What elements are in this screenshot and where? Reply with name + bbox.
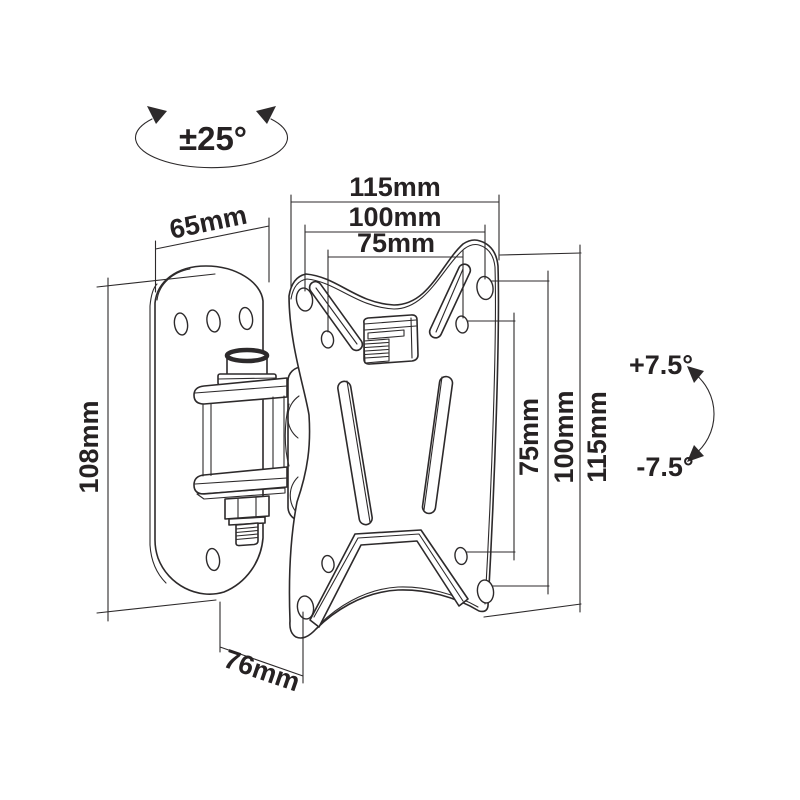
vesa-inner-hole-tr (455, 315, 469, 334)
vesa-inner-hole-bl (321, 554, 335, 574)
pivot-spacer-edge (284, 403, 290, 467)
vesa-vertical-slot-left (337, 380, 373, 526)
slot-highlight (315, 287, 358, 345)
wall-plate-hole-2 (206, 309, 221, 333)
wall-plate-thickness-edge (149, 283, 167, 584)
slot-highlight (423, 376, 443, 511)
dim-top-width-inner: 75mm (327, 228, 464, 333)
clip-top-face (363, 319, 417, 331)
dim-top-width-outer: 115mm (290, 172, 500, 289)
dim-wall-bracket-height: 108mm (74, 273, 217, 622)
swivel-arc (134, 118, 289, 169)
slot-shape (421, 375, 454, 515)
tilt-arrow-down-icon (687, 445, 704, 462)
vesa-inner-hole-br (454, 546, 468, 566)
dim-lines (466, 312, 516, 561)
thread-ridges (235, 526, 259, 541)
swivel-arrow-left-icon (147, 106, 167, 124)
vesa-plate (288, 239, 500, 639)
dim-lines (491, 270, 550, 595)
swivel-label: ±25° (179, 120, 247, 157)
dim-right-height-inner: 75mm (466, 312, 544, 561)
bracket-bottom-shelf-edge (194, 477, 288, 485)
tilt-arc (693, 372, 715, 456)
clip-right-edge (410, 317, 413, 359)
slot-highlight (435, 268, 464, 333)
clip-ratchet-block (363, 338, 390, 364)
dim-label-76mm: 76mm (220, 644, 304, 698)
vesa-inner-hole-tl (320, 330, 335, 349)
vesa-corner-hole-br (476, 579, 495, 604)
pivot-post-flange-edge (217, 377, 277, 380)
dim-label-108mm: 108mm (74, 400, 104, 493)
bracket-bottom-shelf-lip (196, 487, 286, 500)
vesa-corner-hole-tr (476, 275, 494, 301)
swivel-arrow-right-icon (256, 106, 276, 124)
dim-right-height-outer: 115mm (483, 244, 612, 618)
bracket-right-web (272, 395, 285, 469)
dim-lines (96, 273, 217, 622)
bracket-left-wall (202, 402, 212, 477)
dim-top-width-vesa: 100mm (304, 202, 486, 292)
slot-highlight (346, 380, 371, 523)
wall-plate-hole-bottom (205, 547, 221, 572)
dim-lines (290, 194, 500, 289)
vesa-corner-hole-tl (295, 287, 314, 312)
dim-label-115mm-right: 115mm (582, 391, 612, 483)
wall-plate-hole-1 (173, 312, 189, 336)
dim-lines (327, 249, 464, 333)
dim-right-height-vesa: 100mm (491, 270, 579, 595)
dim-lines (219, 601, 304, 684)
dim-lines (304, 224, 486, 292)
hex-nut-facets (237, 496, 257, 519)
pivot-flange-crescent-top (287, 395, 300, 439)
dim-lines (483, 244, 582, 618)
slot-shape (428, 263, 472, 339)
tilt-down-label: -7.5° (636, 452, 693, 482)
chevron-accent (313, 533, 464, 618)
hex-nut (224, 495, 270, 520)
dim-label-100mm-right: 100mm (549, 390, 579, 483)
pivot-flange-crescent-bottom (289, 476, 299, 514)
vesa-vertical-slot-right (421, 375, 454, 515)
vesa-plate-outline (288, 239, 500, 639)
pivot-bracket (193, 347, 288, 547)
pivot-post-top-rim (224, 347, 270, 364)
wall-plate-hole-3 (238, 306, 254, 331)
vesa-plate-top-thickness (290, 243, 496, 605)
vesa-chevron-emboss (309, 529, 469, 628)
dim-label-75mm-right: 75mm (514, 398, 544, 476)
tilt-arrow-up-icon (687, 366, 704, 383)
tilt-up-label: +7.5° (629, 350, 693, 380)
bracket-top-shelf (193, 377, 288, 405)
swivel-annotation: ±25° (134, 106, 289, 169)
dim-label-100mm-top: 100mm (348, 202, 441, 232)
vesa-diagonal-slot-left (308, 280, 364, 352)
dim-lines (154, 217, 270, 293)
slot-shape (337, 380, 373, 526)
vesa-center-clip (363, 314, 419, 365)
dim-label-75mm-top: 75mm (357, 228, 435, 258)
clip-ratchet-teeth (364, 341, 389, 359)
vesa-diagonal-slot-right (428, 263, 472, 339)
dim-label-115mm-top: 115mm (349, 172, 441, 202)
clip-slot-bar (367, 329, 405, 340)
vesa-corner-hole-bl (296, 595, 315, 620)
tilt-annotation: +7.5° -7.5° (629, 350, 715, 482)
bracket-top-shelf-edge (194, 385, 288, 394)
